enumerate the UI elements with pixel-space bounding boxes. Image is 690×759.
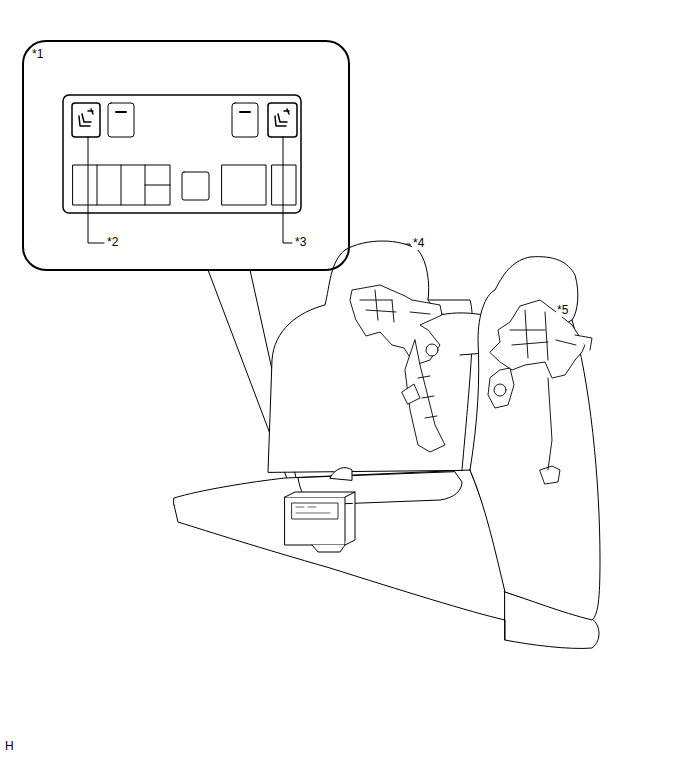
callout-number: *2 <box>106 236 119 249</box>
leader-line <box>283 137 292 243</box>
callout-number: *4 <box>412 237 425 250</box>
rear-seat-headrest-mechanism <box>488 300 592 484</box>
switch-panel <box>63 95 301 213</box>
leader-line <box>88 137 104 243</box>
rear-seat <box>174 241 600 648</box>
figure-code: H <box>4 740 15 753</box>
rear-seat-headrest-mechanism <box>350 285 445 452</box>
callout-number: *5 <box>556 304 569 317</box>
callout-number: *3 <box>294 236 307 249</box>
callout-number: *1 <box>32 48 43 61</box>
